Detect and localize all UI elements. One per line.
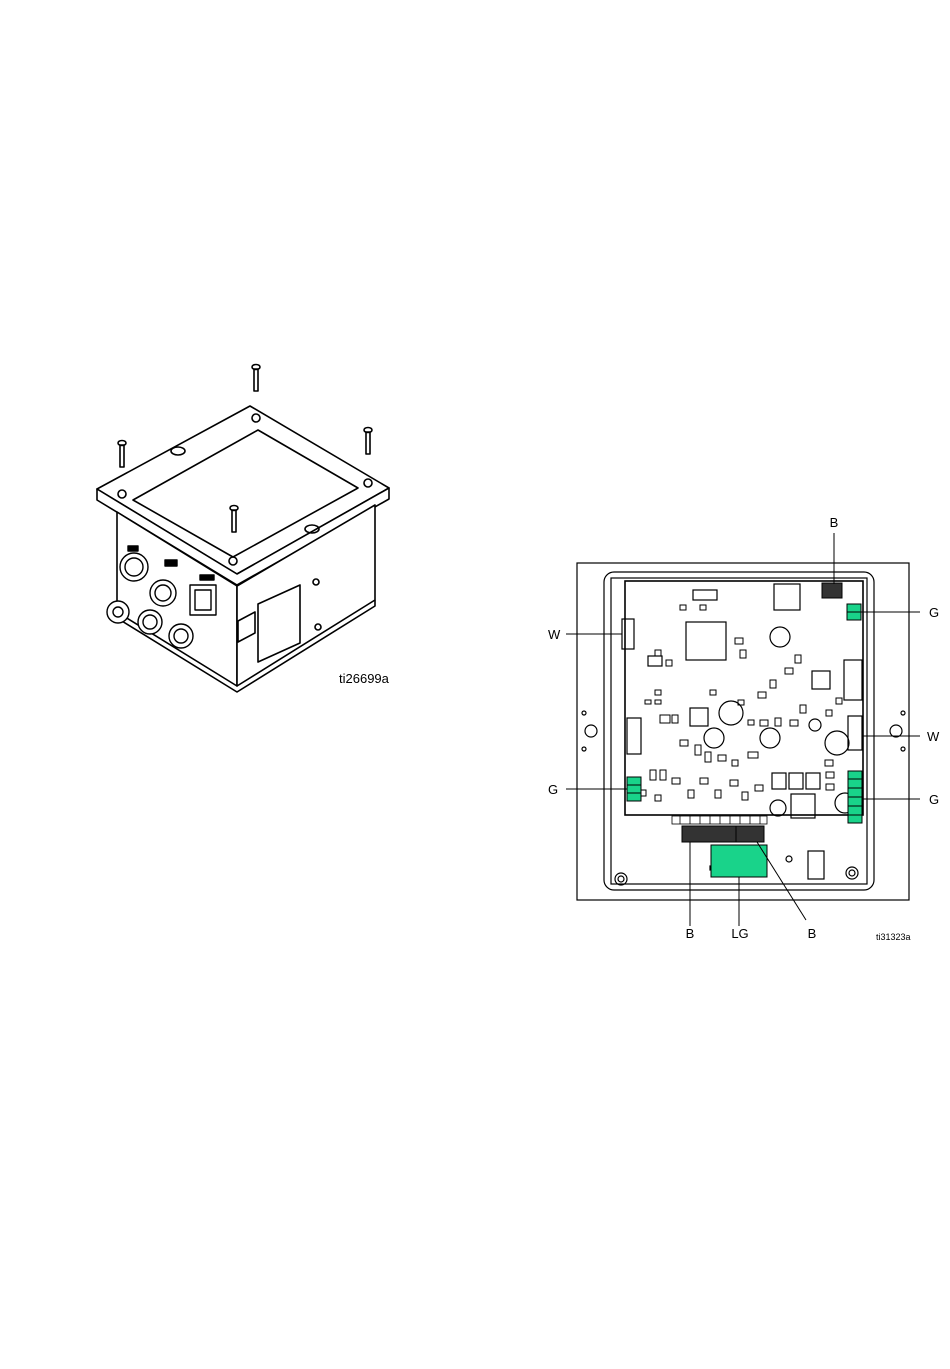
figure-caption-right: ti31323a <box>876 932 911 942</box>
enclosure-illustration <box>97 365 389 693</box>
chip <box>844 660 862 700</box>
capacitor <box>809 719 821 731</box>
chip <box>808 851 824 879</box>
callout-b-top: B <box>830 515 839 530</box>
chip <box>693 590 717 600</box>
connector-black-bottom-right <box>736 826 764 842</box>
mount-hole <box>890 725 902 737</box>
screw <box>252 365 260 392</box>
connector-black-bottom-left <box>682 826 736 842</box>
processor-chip <box>686 622 726 660</box>
wire-connector-right <box>848 716 862 750</box>
callout-w-right: W <box>927 729 940 744</box>
screw <box>364 428 372 455</box>
chip <box>812 671 830 689</box>
chip <box>648 656 662 666</box>
capacitor <box>825 731 849 755</box>
screw-mark <box>582 711 586 715</box>
callout-g-top-right: G <box>929 605 939 620</box>
connector-black-top <box>822 583 842 598</box>
screw-mark <box>901 747 905 751</box>
capacitor <box>760 728 780 748</box>
screw-mark <box>901 711 905 715</box>
connector-green-top-right <box>847 604 861 620</box>
screw <box>118 441 126 468</box>
connector-green-right <box>848 771 862 823</box>
connector-green-left <box>627 777 641 801</box>
callout-b-bottom-left: B <box>686 926 695 941</box>
mount-hole <box>585 725 597 737</box>
callout-g-left: G <box>548 782 558 797</box>
chip <box>627 718 641 754</box>
mount-hole <box>786 856 792 862</box>
capacitor <box>770 800 786 816</box>
mount-hole <box>846 867 858 879</box>
figure-caption-left: ti26699a <box>339 671 390 686</box>
chip <box>772 773 786 789</box>
callout-b-bottom-right: B <box>808 926 817 941</box>
wire-connector-left <box>622 619 634 649</box>
mount-hole <box>615 873 627 885</box>
chip <box>806 773 820 789</box>
capacitor <box>770 627 790 647</box>
mount-hole <box>618 876 624 882</box>
callout-lg-bottom: LG <box>731 926 748 941</box>
chip <box>774 584 800 610</box>
chip <box>690 708 708 726</box>
capacitor <box>704 728 724 748</box>
pin-header-strip <box>672 816 767 824</box>
callout-g-right: G <box>929 792 939 807</box>
screw-mark <box>582 747 586 751</box>
callout-w-left: W <box>548 627 561 642</box>
mount-hole <box>849 870 855 876</box>
smd-components <box>640 605 842 801</box>
connector-light-green-bottom <box>711 845 767 877</box>
chip <box>789 773 803 789</box>
